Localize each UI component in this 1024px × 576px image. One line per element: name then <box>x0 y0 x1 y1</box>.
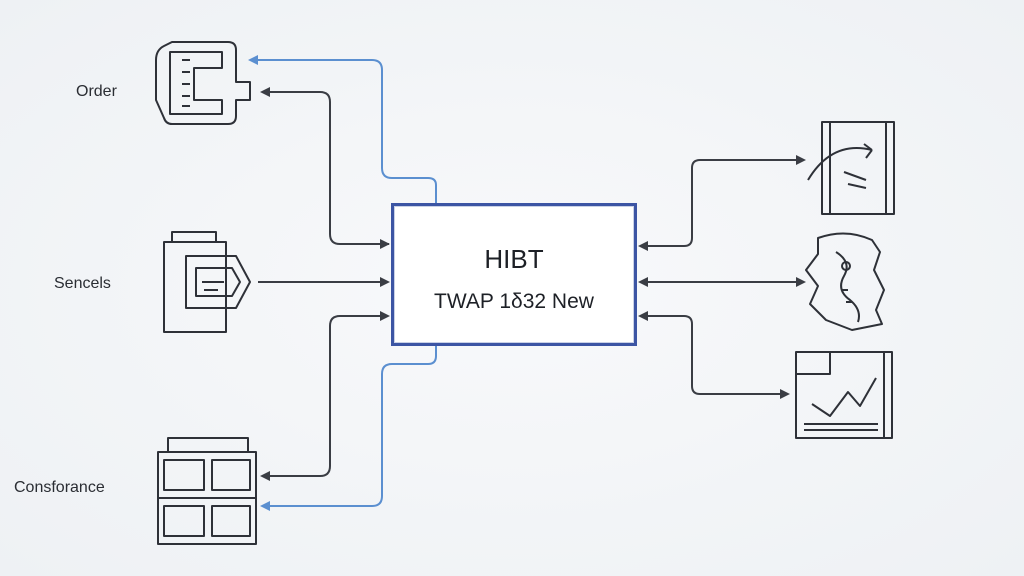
connector-order-blue-outer <box>248 55 437 203</box>
sencels-folder-icon <box>163 231 251 333</box>
consforance-grid-icon <box>157 437 257 545</box>
central-node-title: HIBT <box>484 244 544 274</box>
connector-consforance-dark <box>260 315 388 481</box>
connector-right-bottom <box>646 315 790 399</box>
order-document-icon <box>155 41 251 125</box>
connector-consforance-blue <box>260 346 437 511</box>
central-node-subtitle: TWAP 1δ32 New <box>434 290 594 313</box>
central-node-box[interactable]: HIBT TWAP 1δ32 New <box>391 203 637 346</box>
order-label: Order <box>76 83 117 100</box>
sencels-label: Sencels <box>54 275 111 292</box>
connector-order-dark <box>260 87 389 245</box>
chart-document-icon <box>795 351 893 439</box>
book-gauge-icon <box>807 121 895 215</box>
connector-right-top <box>646 155 806 247</box>
map-icon <box>805 232 885 331</box>
consforance-label: Consforance <box>14 479 105 496</box>
